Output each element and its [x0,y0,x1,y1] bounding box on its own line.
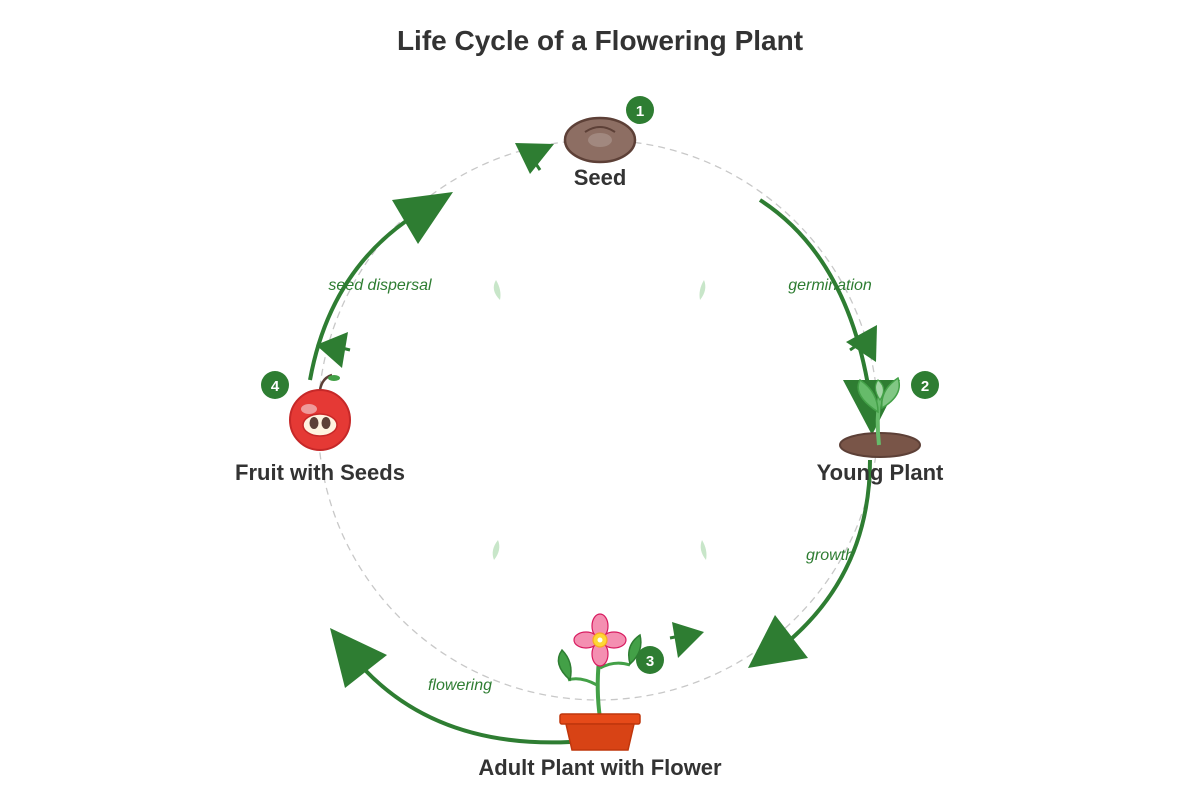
arrowhead-flowering [330,628,387,688]
svg-text:2: 2 [921,378,929,395]
seedling-icon [839,376,921,458]
stage-label-young-plant: Young Plant [817,460,944,485]
arrowhead-small-growth [672,622,704,658]
arrowhead-seed-dispersal [392,192,453,244]
stage-fruit: 4 Fruit with Seeds [235,371,405,485]
svg-text:1: 1 [636,103,644,120]
arrowhead-small-germination [846,325,877,362]
page-title: Life Cycle of a Flowering Plant [397,25,803,56]
leaf-mark-icon [700,540,707,560]
svg-text:3: 3 [646,653,654,670]
arrow-flowering [363,668,571,745]
flowering-plant-icon [557,613,642,751]
stage-number-badge: 4 [261,371,289,399]
stage-number-badge: 1 [626,96,654,124]
stage-seed: 1 Seed [563,96,654,190]
arrowhead-small-seed-dispersal [316,332,348,368]
seed-icon [563,116,637,164]
arrow-seed-dispersal [308,213,417,381]
arrow-growth [788,459,872,642]
process-label-germination: germination [788,277,872,294]
stage-label-fruit: Fruit with Seeds [235,460,405,485]
leaf-mark-icon [492,540,500,560]
stage-label-adult-plant: Adult Plant with Flower [478,755,722,780]
stage-adult-plant: 3 Adult Plant with Flower [478,613,722,780]
arrowhead-growth [748,615,808,668]
process-label-seed-dispersal: seed dispersal [328,277,432,294]
decorative-leaves [492,280,707,560]
cycle-arrows [308,143,900,745]
stage-young-plant: 2 Young Plant [817,371,944,485]
arrow-germination [758,198,870,386]
leaf-mark-icon [493,280,501,300]
fruit-icon [289,373,351,451]
process-label-flowering: flowering [428,677,492,694]
leaf-mark-icon [699,280,706,300]
process-label-growth: growth [806,547,854,564]
stage-number-badge: 2 [911,371,939,399]
stage-label-seed: Seed [574,165,627,190]
stage-number-badge: 3 [636,646,664,674]
svg-text:4: 4 [271,378,280,395]
arrowhead-small-top [515,143,554,174]
